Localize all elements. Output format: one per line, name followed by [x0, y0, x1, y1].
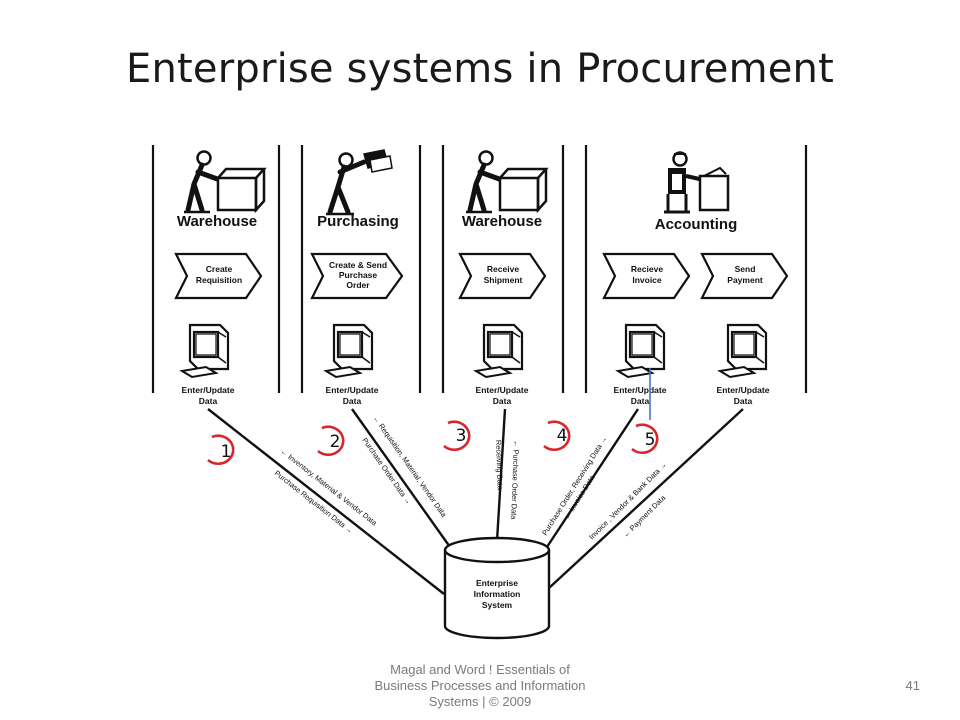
step-number: 2 — [317, 425, 345, 457]
lane-separators — [151, 145, 808, 393]
step-label: Send — [735, 264, 756, 274]
step-label: Invoice — [632, 275, 662, 285]
connection-line — [351, 408, 451, 548]
process-step: Recieve Invoice — [602, 252, 691, 300]
svg-text:Data: Data — [199, 396, 218, 406]
flow-label: Purchase Order Data → — [360, 436, 413, 506]
svg-text:Data: Data — [343, 396, 362, 406]
process-step: Receive Shipment — [458, 252, 547, 300]
person-papers-icon — [326, 149, 393, 216]
step-number: 4 — [543, 420, 571, 452]
process-step: Send Payment — [700, 252, 789, 300]
database-cylinder-icon: Enterprise Information System — [443, 536, 551, 640]
step-label: Order — [346, 280, 370, 290]
step-label: Purchase — [339, 270, 378, 280]
svg-text:Enter/Update: Enter/Update — [476, 385, 529, 395]
enter-update-label: Enter/Update Data — [476, 385, 529, 406]
connection-line — [548, 408, 744, 589]
connection-line — [495, 408, 507, 542]
db-label: System — [482, 600, 513, 610]
person-desk-icon — [664, 151, 730, 214]
connection-line — [543, 408, 640, 551]
computer-icon — [718, 323, 768, 379]
footer-line: Business Processes and Information — [374, 678, 586, 693]
enter-update-label: Enter/Update Data — [182, 385, 235, 406]
step-label: Receive — [487, 264, 519, 274]
step-label: Create & Send — [329, 260, 387, 270]
db-label: Enterprise — [476, 578, 518, 588]
connection-line — [207, 408, 445, 595]
svg-text:5: 5 — [645, 430, 656, 450]
enter-update-label: Enter/Update Data — [717, 385, 770, 406]
computer-icon — [474, 323, 524, 379]
step-label: Recieve — [631, 264, 663, 274]
computer-icon — [616, 323, 666, 379]
dept-label: Warehouse — [177, 213, 257, 230]
flow-label: Receiving Data → — [494, 440, 505, 500]
step-number: 1 — [207, 434, 235, 466]
enter-update-label: Enter/Update Data — [614, 385, 667, 406]
svg-text:1: 1 — [221, 442, 232, 462]
computer-icon — [180, 323, 230, 379]
svg-text:4: 4 — [557, 426, 568, 446]
footer-line: Systems | © 2009 — [428, 694, 532, 709]
svg-text:Enter/Update: Enter/Update — [326, 385, 379, 395]
step-label: Shipment — [484, 275, 523, 285]
flow-label: ← Purchase Order Data — [509, 440, 521, 520]
svg-text:Data: Data — [734, 396, 753, 406]
footer-citation: Magal and Word ! Essentials of Business … — [330, 662, 630, 710]
footer-line: Magal and Word ! Essentials of — [390, 662, 570, 677]
person-box-icon — [184, 150, 267, 214]
svg-text:Enter/Update: Enter/Update — [182, 385, 235, 395]
svg-text:Enter/Update: Enter/Update — [717, 385, 770, 395]
slide-title: Enterprise systems in Procurement — [125, 46, 834, 92]
svg-text:Enter/Update: Enter/Update — [614, 385, 667, 395]
db-label: Information — [474, 589, 521, 599]
dept-label: Warehouse — [462, 213, 542, 230]
svg-text:Data: Data — [493, 396, 512, 406]
dept-label: Purchasing — [317, 213, 399, 230]
person-box-icon — [466, 150, 549, 214]
process-step: Create Requisition — [174, 252, 263, 300]
svg-text:2: 2 — [330, 432, 341, 452]
process-step: Create & Send Purchase Order — [310, 252, 404, 300]
svg-text:Data: Data — [631, 396, 650, 406]
svg-text:3: 3 — [456, 426, 467, 446]
step-label: Create — [206, 264, 233, 274]
step-number: 5 — [631, 423, 659, 455]
page-number: 41 — [905, 678, 920, 693]
connection-lines — [207, 408, 744, 595]
dept-label: Accounting — [655, 216, 738, 233]
enter-update-label: Enter/Update Data — [326, 385, 379, 406]
step-label: Requisition — [196, 275, 242, 285]
step-label: Payment — [727, 275, 763, 285]
step-number: 3 — [443, 420, 471, 452]
computer-icon — [324, 323, 374, 379]
